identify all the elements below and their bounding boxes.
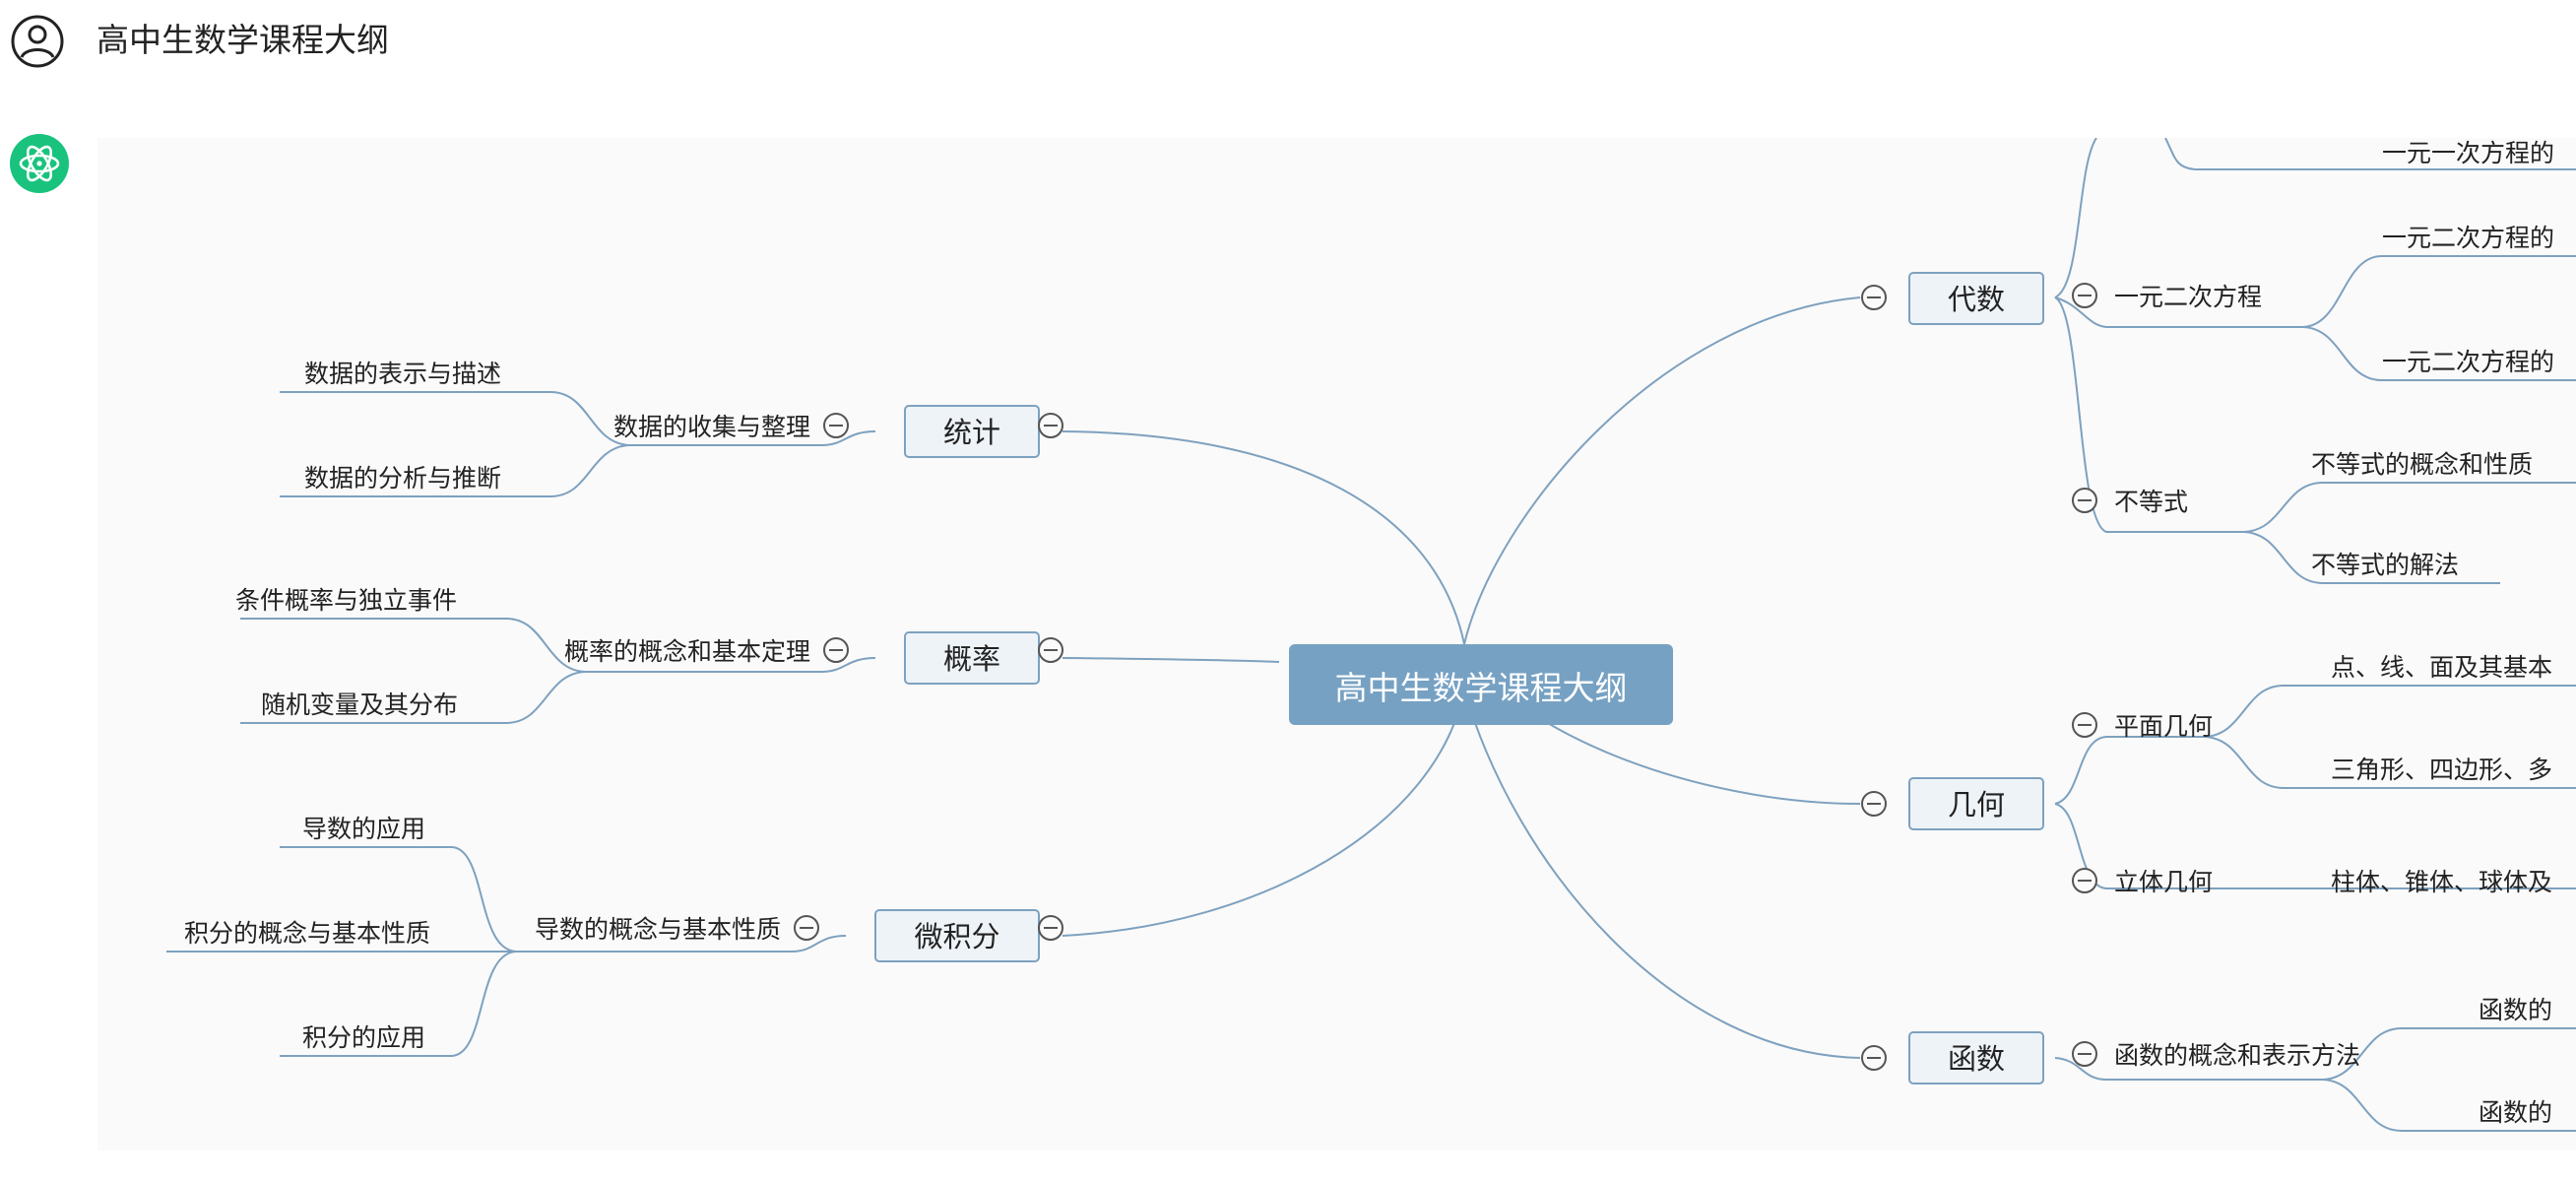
topic-quadratic[interactable]: 一元二次方程 — [2114, 283, 2262, 311]
branch-node-geometry[interactable]: 几何 — [1908, 777, 2044, 830]
topic-deriv-b[interactable]: 积分的概念与基本性质 — [184, 919, 430, 948]
topic-deriv-c[interactable]: 积分的应用 — [302, 1023, 425, 1052]
branch-node-statistics[interactable]: 统计 — [904, 405, 1040, 458]
branch-node-calculus-label: 微积分 — [914, 920, 999, 953]
page-title: 高中生数学课程大纲 — [97, 21, 389, 59]
collapse-toggle-calculus[interactable] — [1038, 915, 1063, 941]
topic-deriv-concept[interactable]: 导数的概念与基本性质 — [535, 915, 781, 944]
topic-deriv-a[interactable]: 导数的应用 — [302, 815, 425, 843]
topic-plane-b[interactable]: 三角形、四边形、多 — [2331, 756, 2552, 784]
topic-linear-equation[interactable]: 一元一次方程的 — [2382, 139, 2554, 167]
collapse-toggle-probability[interactable] — [1038, 637, 1063, 663]
collapse-toggle-algebra[interactable] — [1861, 285, 1887, 310]
collapse-toggle-prob-concept[interactable] — [823, 637, 849, 663]
branch-node-statistics-label: 统计 — [943, 416, 1000, 449]
branch-node-function-label: 函数 — [1948, 1042, 2005, 1076]
root-node[interactable]: 高中生数学课程大纲 — [1289, 644, 1673, 725]
root-node-label: 高中生数学课程大纲 — [1335, 669, 1628, 707]
branch-node-function[interactable]: 函数 — [1908, 1031, 2044, 1084]
topic-plane-a[interactable]: 点、线、面及其基本 — [2331, 653, 2552, 682]
topic-prob-concept[interactable]: 概率的概念和基本定理 — [564, 637, 810, 666]
collapse-toggle-plane[interactable] — [2072, 712, 2097, 738]
collapse-toggle-data-collect[interactable] — [823, 413, 849, 438]
user-circle-icon — [10, 14, 65, 69]
connector-lines — [166, 138, 2576, 1132]
branch-node-algebra[interactable]: 代数 — [1908, 272, 2044, 325]
topic-function-concept[interactable]: 函数的概念和表示方法 — [2114, 1041, 2360, 1070]
branch-node-algebra-label: 代数 — [1948, 283, 2005, 316]
branch-node-probability[interactable]: 概率 — [904, 631, 1040, 685]
collapse-toggle-function[interactable] — [1861, 1045, 1887, 1071]
topic-data-a[interactable]: 数据的表示与描述 — [304, 360, 501, 388]
mindmap-canvas[interactable]: 高中生数学课程大纲 代数 几何 函数 统计 概率 微积分 — [97, 138, 2576, 1150]
chat-header: 高中生数学课程大纲 — [0, 0, 2576, 99]
topic-function-a[interactable]: 函数的 — [2479, 996, 2552, 1024]
collapse-toggle-solid[interactable] — [2072, 868, 2097, 893]
topic-function-b[interactable]: 函数的 — [2479, 1098, 2552, 1127]
topic-data-collect[interactable]: 数据的收集与整理 — [613, 413, 810, 441]
collapse-toggle-inequality[interactable] — [2072, 488, 2097, 513]
topic-inequality-a[interactable]: 不等式的概念和性质 — [2311, 450, 2533, 479]
topic-data-b[interactable]: 数据的分析与推断 — [304, 464, 501, 493]
topic-solid-a[interactable]: 柱体、锥体、球体及 — [2331, 868, 2552, 896]
collapse-toggle-quadratic[interactable] — [2072, 283, 2097, 308]
branch-node-geometry-label: 几何 — [1948, 788, 2005, 822]
topic-inequality[interactable]: 不等式 — [2114, 488, 2188, 516]
collapse-toggle-func-concept[interactable] — [2072, 1041, 2097, 1067]
topic-solid-geometry[interactable]: 立体几何 — [2114, 868, 2213, 896]
topic-prob-b[interactable]: 随机变量及其分布 — [261, 690, 458, 719]
topic-quadratic-a[interactable]: 一元二次方程的 — [2382, 224, 2554, 252]
collapse-toggle-deriv-concept[interactable] — [794, 915, 819, 941]
collapse-toggle-geometry[interactable] — [1861, 791, 1887, 817]
branch-node-calculus[interactable]: 微积分 — [874, 909, 1040, 962]
topic-plane-geometry[interactable]: 平面几何 — [2114, 712, 2213, 741]
atom-icon — [10, 134, 69, 193]
topic-quadratic-b[interactable]: 一元二次方程的 — [2382, 348, 2554, 376]
collapse-toggle-statistics[interactable] — [1038, 413, 1063, 438]
branch-node-probability-label: 概率 — [943, 642, 1000, 676]
topic-prob-a[interactable]: 条件概率与独立事件 — [235, 586, 457, 615]
topic-inequality-b[interactable]: 不等式的解法 — [2311, 551, 2459, 579]
